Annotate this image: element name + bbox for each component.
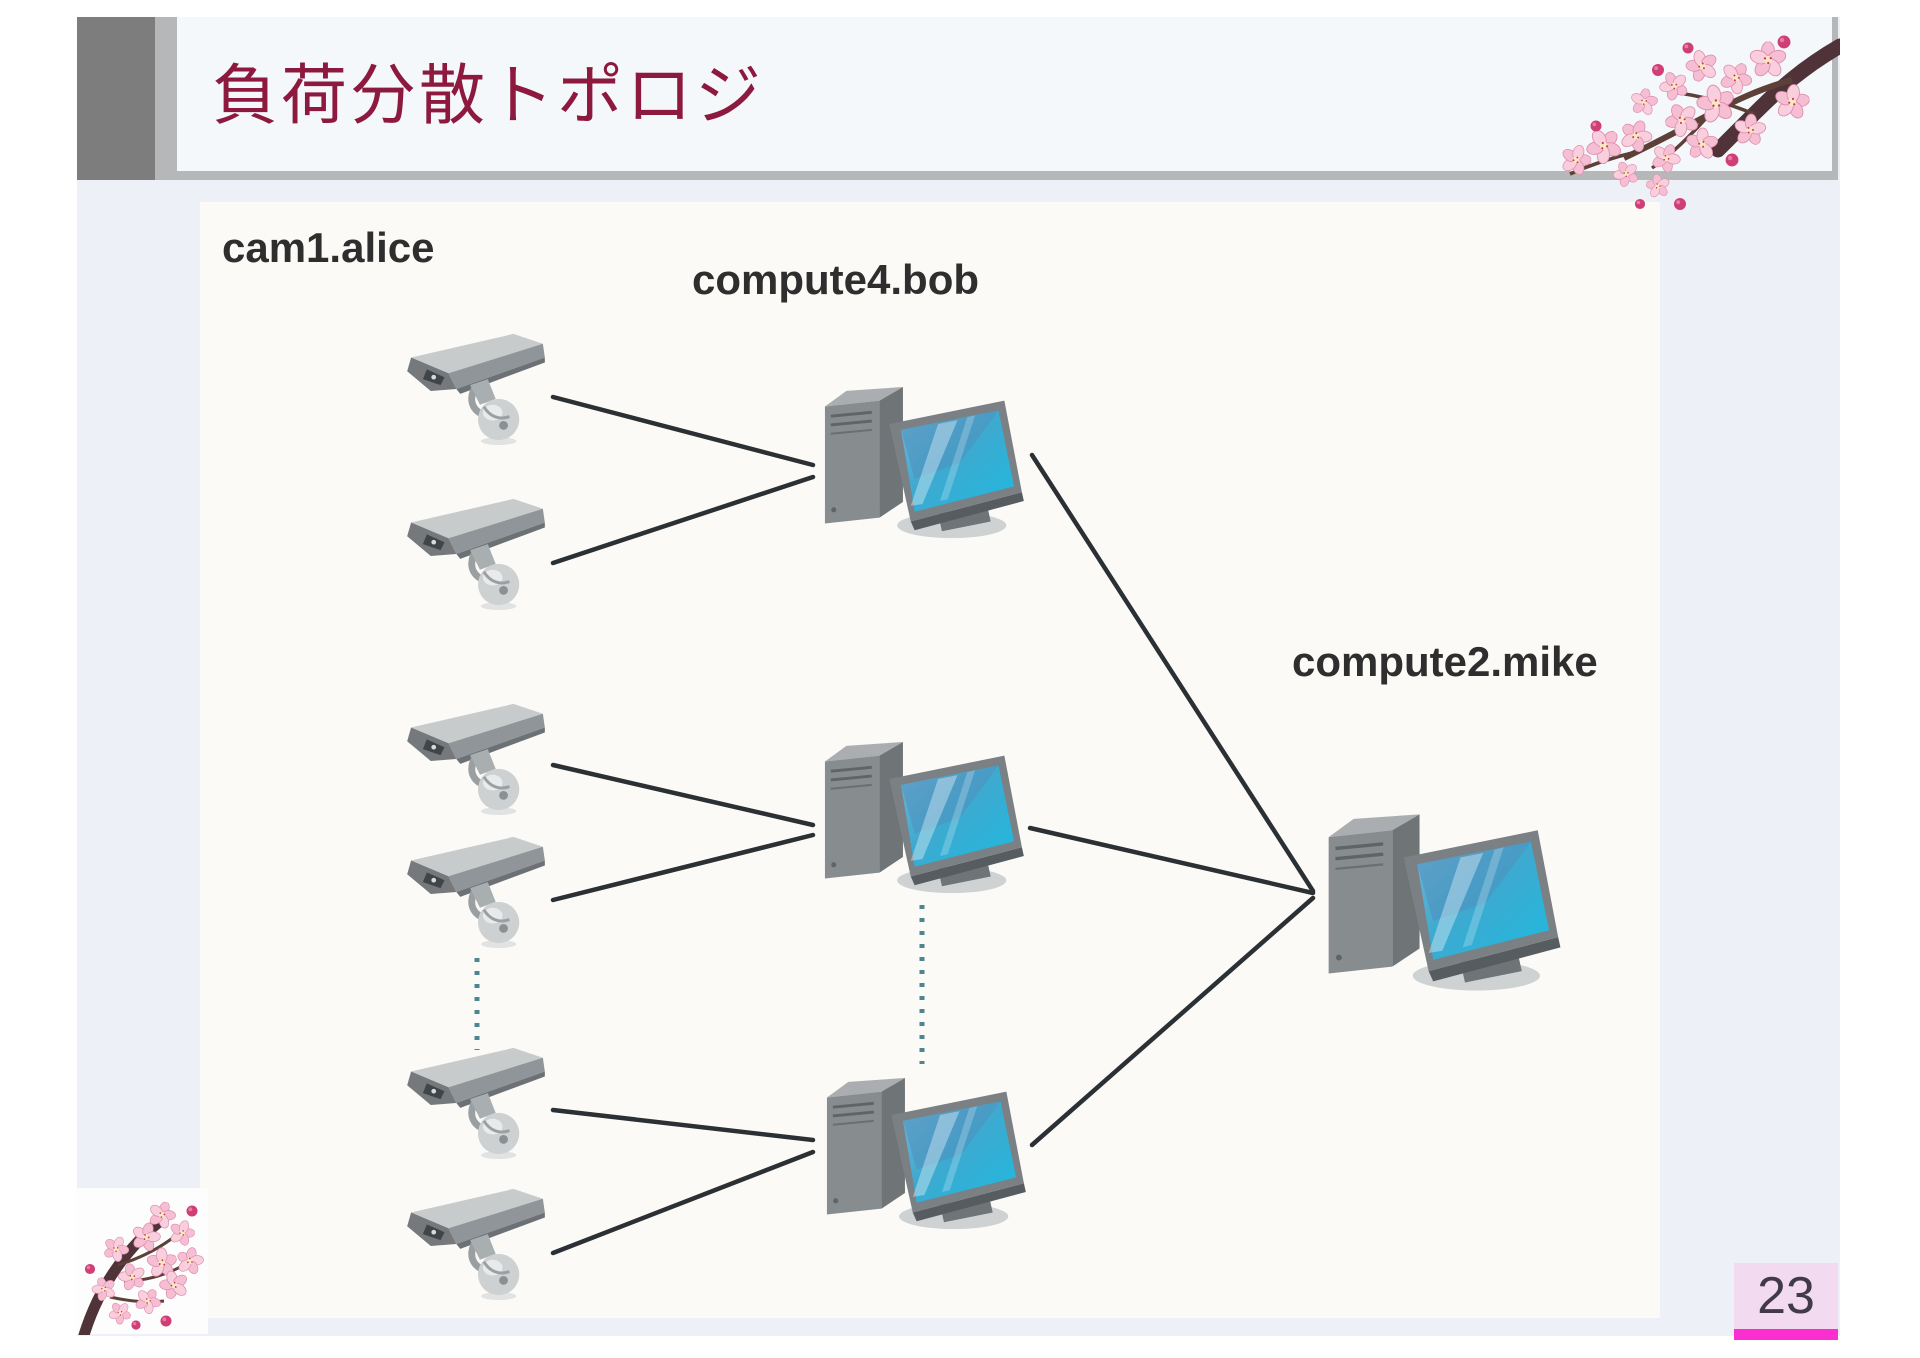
label-compute2-mike: compute2.mike (1292, 638, 1598, 685)
edge-camera-a1-to-bob1 (550, 394, 816, 468)
label-compute4-bob: compute4.bob (692, 256, 980, 303)
edge-camera-c1-to-bob3 (550, 1107, 816, 1143)
page-number: 23 (1757, 1267, 1815, 1325)
camera-icon-b2 (397, 833, 555, 951)
title-accent-bar (77, 17, 155, 180)
edge-camera-b2-to-bob2 (550, 832, 816, 903)
camera-icon-c2 (397, 1185, 555, 1303)
cherry-blossom-decoration-bottom-left (78, 1197, 209, 1335)
cherry-blossom-decoration-top-right (1560, 35, 1840, 210)
slide-title: 負荷分散トポロジ (212, 58, 764, 132)
page-number-accent-bar (1734, 1329, 1838, 1340)
edge-camera-c2-to-bob3 (550, 1149, 816, 1256)
computer-icon-bob-3 (815, 1076, 1030, 1232)
computer-icon-mike (1315, 812, 1565, 994)
label-cam1-alice: cam1.alice (222, 224, 435, 271)
edge-bob2-to-mike (1027, 825, 1316, 896)
page-number-badge (1734, 1263, 1838, 1340)
topology-edges (474, 394, 1316, 1256)
camera-icon-c1 (397, 1044, 555, 1162)
camera-icon-b1 (397, 700, 555, 818)
title-box (177, 17, 1832, 171)
camera-icon-a1 (397, 330, 555, 448)
edge-bob3-to-mike (1029, 895, 1316, 1148)
computer-icon-bob-1 (813, 385, 1028, 541)
camera-icon-a2 (397, 495, 555, 613)
edge-camera-b1-to-bob2 (550, 762, 816, 828)
edge-camera-a2-to-bob1 (550, 474, 816, 566)
edge-bob1-to-mike (1029, 452, 1316, 894)
computer-icon-bob-2 (813, 740, 1028, 896)
